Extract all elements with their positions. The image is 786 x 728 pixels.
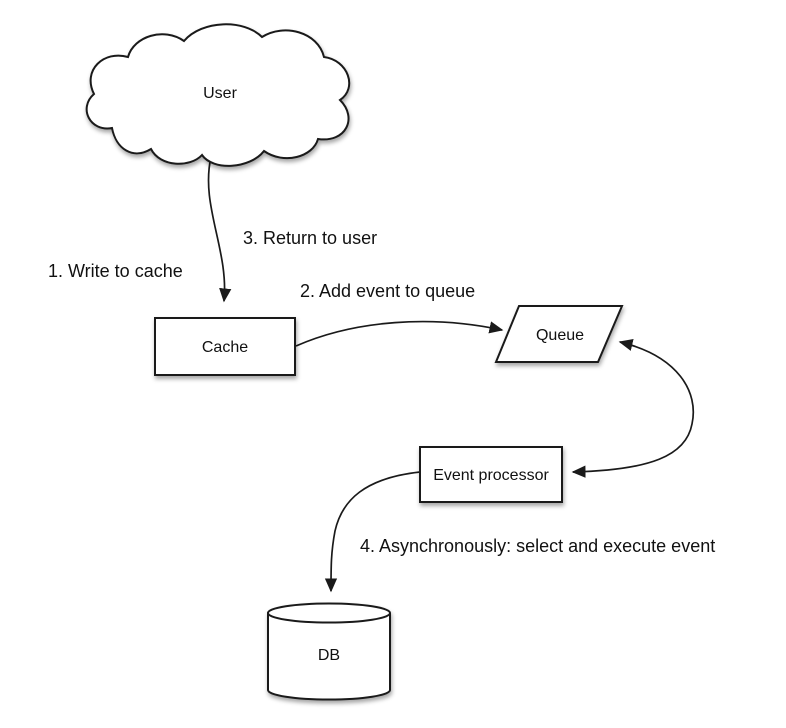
queue-label: Queue xyxy=(536,327,584,344)
connector-user-to-cache xyxy=(207,156,232,303)
db-cylinder-body xyxy=(267,613,391,701)
label-write-to-cache: 1. Write to cache xyxy=(48,261,183,281)
label-return-to-user: 3. Return to user xyxy=(243,228,377,248)
event-processor-node: Event processor xyxy=(419,446,563,503)
event-processor-label: Event processor xyxy=(433,467,549,484)
queue-shape xyxy=(494,305,624,363)
cloud-shape xyxy=(85,23,351,167)
db-label: DB xyxy=(318,647,340,664)
cache-box xyxy=(154,317,296,376)
label-add-event-to-queue: 2. Add event to queue xyxy=(300,281,475,301)
user-cloud-node: User xyxy=(85,23,351,167)
connector-event-processor-to-db xyxy=(324,471,421,593)
event-processor-box xyxy=(419,446,563,503)
connector-queue-to-event-processor xyxy=(571,338,695,478)
connector-cache-to-queue xyxy=(295,320,504,347)
cache-node: Cache xyxy=(154,317,296,376)
db-cylinder-top xyxy=(267,602,391,624)
label-async-select-execute: 4. Asynchronously: select and execute ev… xyxy=(360,536,715,556)
queue-node: Queue xyxy=(494,305,624,363)
user-label: User xyxy=(203,85,237,102)
cache-label: Cache xyxy=(202,339,248,356)
db-node: DB xyxy=(267,602,391,701)
